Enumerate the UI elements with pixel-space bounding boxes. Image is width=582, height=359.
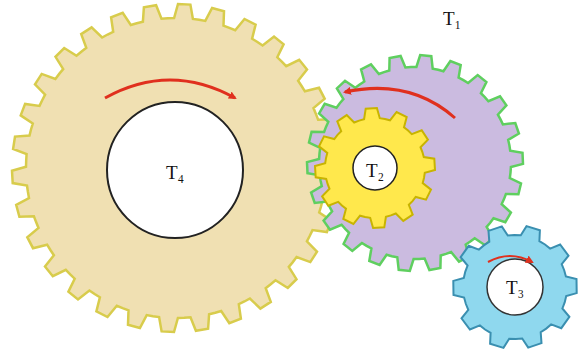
gear-hub	[353, 146, 397, 190]
rotation-arrow	[345, 88, 455, 118]
gear-large	[12, 4, 340, 332]
gear-label: T₂	[366, 161, 384, 180]
gear-hub	[107, 102, 243, 238]
gear-small	[453, 226, 576, 348]
gear-label: T₁	[443, 9, 461, 28]
rotation-arrow	[105, 80, 235, 98]
gear-hub	[487, 259, 543, 315]
gear-label: T₃	[506, 278, 524, 297]
gear-pinion	[315, 108, 435, 228]
rotation-arrow	[488, 256, 532, 262]
gear-label: T₄	[166, 163, 184, 182]
